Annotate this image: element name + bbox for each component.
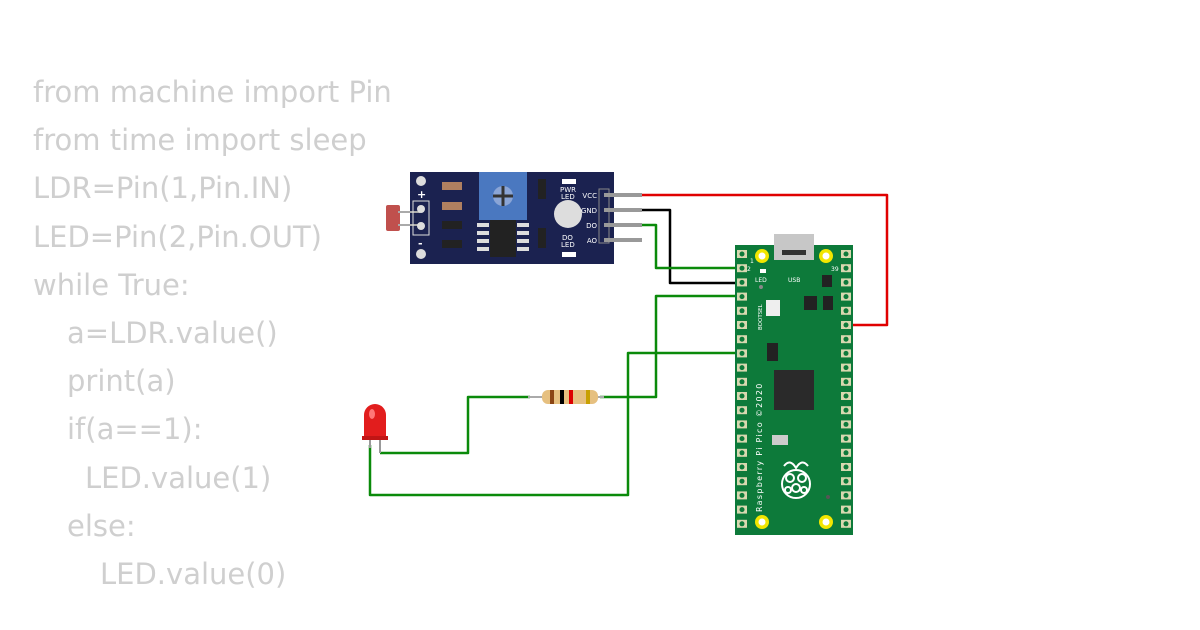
minus-label: -	[418, 237, 423, 250]
code-line: if(a==1):	[67, 412, 203, 447]
svg-text:1: 1	[750, 258, 754, 265]
sensor-pin-label: VCC	[582, 192, 597, 200]
svg-text:LED: LED	[561, 193, 575, 201]
resistor[interactable]	[528, 390, 604, 404]
code-line: print(a)	[67, 364, 176, 399]
wire-led-gnd[interactable]	[368, 351, 744, 497]
usb-port	[774, 234, 814, 260]
code-line: a=LDR.value()	[67, 316, 278, 351]
wire-gnd[interactable]	[640, 208, 744, 285]
sensor-pin-label: AO	[587, 237, 598, 245]
code-line: LED.value(0)	[100, 557, 287, 592]
ldr-sensor-module[interactable]: + - PWR LED DO LED VCC GND DO AO	[386, 172, 642, 264]
svg-text:LED: LED	[561, 241, 575, 249]
code-line: from time import sleep	[33, 123, 367, 158]
svg-text:LED: LED	[755, 277, 767, 284]
code-line: LED.value(1)	[85, 460, 272, 495]
code-line: LED=Pin(2,Pin.OUT)	[33, 219, 322, 254]
wire-do[interactable]	[640, 223, 744, 270]
svg-text:DO: DO	[562, 234, 573, 242]
raspberry-logo-icon	[781, 461, 811, 499]
photoresistor	[386, 205, 400, 231]
code-line: else:	[67, 508, 136, 543]
code-listing: from machine import Pin from time import …	[33, 68, 392, 598]
svg-text:Raspberry Pi Pico ©2020: Raspberry Pi Pico ©2020	[755, 382, 764, 512]
code-line: from machine import Pin	[33, 75, 392, 109]
svg-text:2: 2	[747, 266, 751, 273]
code-line: LDR=Pin(1,Pin.IN)	[33, 171, 293, 206]
sensor-pin-label: GND	[581, 207, 597, 215]
rp2040-chip	[774, 370, 814, 410]
svg-text:PWR: PWR	[560, 186, 576, 194]
plus-label: +	[417, 188, 426, 201]
wire-led-resistor[interactable]	[380, 395, 530, 455]
svg-text:USB: USB	[788, 277, 800, 284]
code-line: while True:	[33, 267, 190, 302]
svg-text:BOOTSEL: BOOTSEL	[758, 303, 764, 330]
svg-text:39: 39	[831, 266, 839, 273]
bootsel-button[interactable]	[766, 300, 780, 316]
sensor-pin-label: DO	[586, 222, 597, 230]
wire-resistor-gp[interactable]	[600, 294, 744, 399]
red-led[interactable]	[362, 404, 388, 453]
raspberry-pi-pico[interactable]: 1 2 39 LED USB BOOTSEL Raspberry Pi Pico…	[735, 234, 853, 535]
